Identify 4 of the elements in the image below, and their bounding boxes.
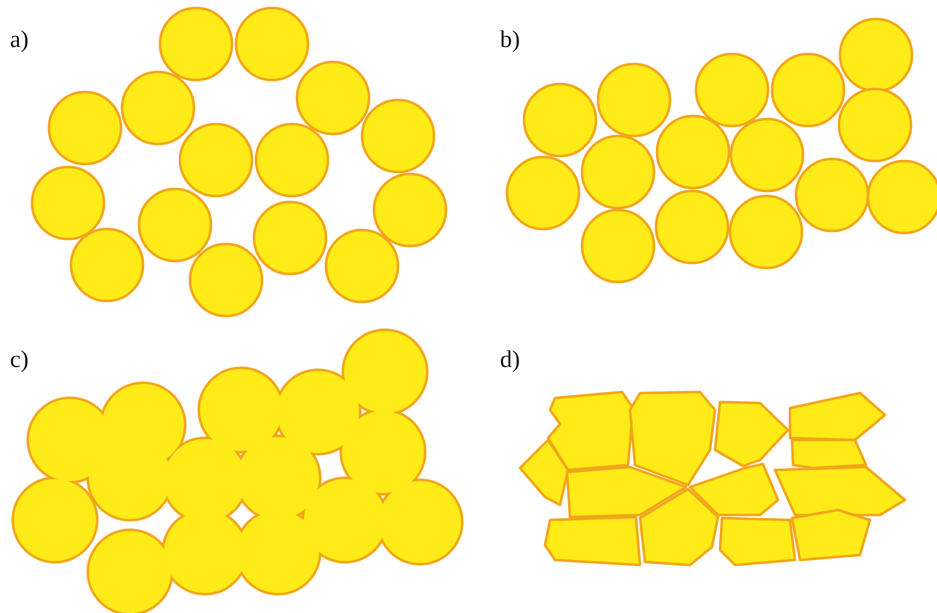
panel-label: a)	[10, 28, 29, 52]
panel-label: b)	[500, 28, 520, 52]
panel-label: d)	[500, 348, 520, 372]
panel-label: c)	[10, 348, 29, 372]
